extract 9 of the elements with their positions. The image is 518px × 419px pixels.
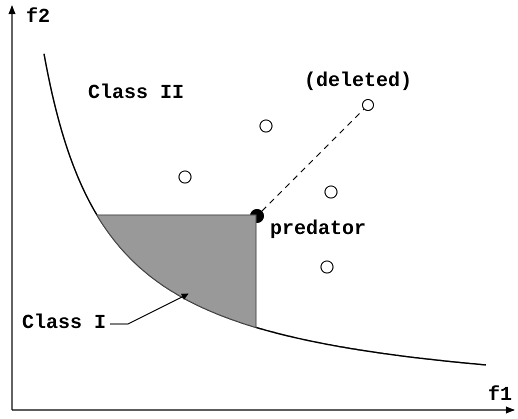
region-label: Class I xyxy=(22,314,106,334)
axis-label: f1 xyxy=(488,386,512,406)
leader-line xyxy=(110,294,189,325)
axis-label: f2 xyxy=(26,8,50,28)
point-label: (deleted) xyxy=(304,72,412,92)
data-point xyxy=(362,99,374,111)
region-label: Class II xyxy=(88,84,184,104)
dashed-line xyxy=(262,108,364,212)
point-label: predator xyxy=(270,220,366,240)
